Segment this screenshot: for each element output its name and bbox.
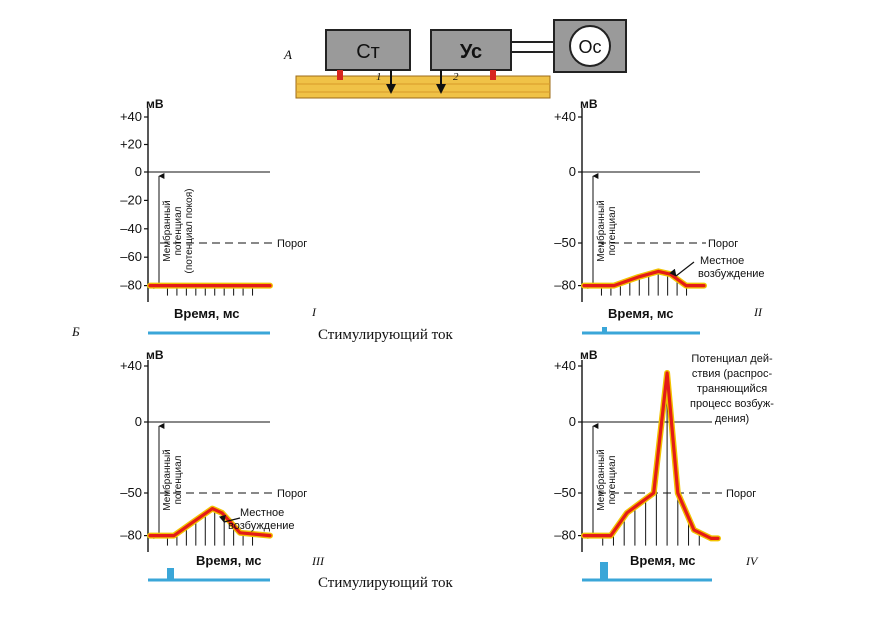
electrode-1-label: 1 — [376, 71, 382, 83]
local-excitation-label-2: возбуждение — [698, 268, 765, 280]
threshold-label: Порог — [277, 238, 307, 250]
y-tick-label: 0 — [569, 164, 576, 179]
y-tick-label: –80 — [554, 278, 576, 293]
y-tick-label: +40 — [120, 358, 142, 373]
y-tick-label: –80 — [554, 528, 576, 543]
stimulus-pulse-iv — [600, 562, 608, 580]
y-tick-label: 0 — [135, 414, 142, 429]
y-tick-label: +40 — [554, 109, 576, 124]
x-axis-label: Время, мс — [608, 306, 674, 321]
membrane-potential-trace — [582, 269, 706, 288]
membrane-label-2: потенциал — [607, 206, 618, 255]
threshold-label: Порог — [726, 488, 756, 500]
chart-panel-ii: мВ +40 0 –50 –80 Порог Мембранный потенциал… — [554, 97, 765, 335]
nerve-fiber — [295, 75, 551, 99]
membrane-label-2: потенциал — [173, 455, 184, 504]
stimulus-label-bottom: Стимулирующий ток — [318, 575, 453, 591]
x-axis-label: Время, мс — [196, 553, 262, 568]
electrode-2-tip — [436, 84, 446, 94]
action-potential-label: Потенциал дей- ствия (распрос- траняющий… — [690, 353, 774, 425]
amplifier-label: Ус — [460, 41, 482, 63]
chart-panel-iii: мВ +40 0 –50 –80 Порог Мембранный потенциал… — [120, 348, 325, 582]
y-tick-label: 0 — [569, 414, 576, 429]
y-tick-label: –50 — [554, 485, 576, 500]
y-tick-label: –50 — [120, 485, 142, 500]
action-potential-line-3: траняющийся — [697, 383, 767, 395]
panel-letter-b: Б — [71, 324, 80, 339]
recording-electrode-red — [490, 70, 496, 80]
resting-label: (потенциал покоя) — [184, 189, 195, 274]
stimulus-pulse-iii — [167, 568, 174, 580]
stimulator-label: Ст — [356, 41, 380, 63]
action-potential-line-1: Потенциал дей- — [691, 353, 773, 365]
threshold-label: Порог — [708, 238, 738, 250]
panel-letter-a: А — [283, 47, 292, 62]
apparatus: А Ст Ус Ос 1 2 — [283, 19, 627, 99]
x-axis-label: Время, мс — [174, 306, 240, 321]
action-potential-line-2: ствия (распрос- — [692, 368, 773, 380]
y-unit-label: мВ — [146, 348, 164, 362]
local-excitation-label-1: Местное — [700, 255, 744, 267]
local-excitation-arrow — [669, 261, 695, 277]
y-tick-label: –80 — [120, 528, 142, 543]
y-tick-label: +40 — [120, 109, 142, 124]
oscilloscope-label: Ос — [578, 37, 601, 57]
y-tick-label: –80 — [120, 278, 142, 293]
y-tick-label: 0 — [135, 164, 142, 179]
y-tick-label: –20 — [120, 192, 142, 207]
chart-panel-i: мВ +40+200–20–40–60–80 Порог Мембранный … — [120, 97, 317, 335]
stimulus-label-top: Стимулирующий ток — [318, 327, 453, 343]
y-unit-label: мВ — [146, 97, 164, 111]
membrane-label-2: потенциал — [173, 206, 184, 255]
electrode-2-label: 2 — [453, 71, 459, 83]
y-tick-label: –60 — [120, 249, 142, 264]
membrane-potential-trace — [582, 371, 720, 540]
local-excitation-arrow — [218, 514, 241, 523]
membrane-label-1: Мембранный — [595, 200, 607, 261]
membrane-label-2: потенциал — [607, 455, 618, 504]
membrane-label-1: Мембранный — [161, 200, 173, 261]
stimulus-pulse-ii — [602, 327, 607, 333]
action-potential-line-4: процесс возбуж- — [690, 398, 774, 410]
panel-numeral-i: I — [311, 305, 317, 319]
membrane-label-1: Мембранный — [161, 449, 173, 510]
electrode-1-tip — [386, 84, 396, 94]
y-unit-label: мВ — [580, 348, 598, 362]
y-tick-label: +40 — [554, 358, 576, 373]
y-tick-label: +20 — [120, 137, 142, 152]
panel-numeral-ii: II — [753, 305, 763, 319]
y-tick-label: –40 — [120, 221, 142, 236]
membrane-potential-trace-glow — [581, 268, 707, 289]
oscilloscope-screen — [569, 25, 611, 67]
stimulator-box — [325, 29, 411, 71]
stimulating-electrode-red — [337, 70, 343, 80]
membrane-label-1: Мембранный — [595, 449, 607, 510]
amplifier-box — [430, 29, 512, 71]
threshold-label: Порог — [277, 488, 307, 500]
panel-numeral-iii: III — [311, 554, 325, 568]
chart-panel-iv: мВ +40 0 –50 –80 Порог Мембранный потенциал… — [554, 348, 774, 582]
y-tick-label: –50 — [554, 235, 576, 250]
panel-numeral-iv: IV — [745, 554, 759, 568]
local-excitation-label-2: возбуждение — [228, 520, 295, 532]
local-excitation-label-1: Местное — [240, 507, 284, 519]
membrane-potential-trace — [148, 507, 272, 538]
action-potential-line-5: дения) — [715, 413, 749, 425]
y-unit-label: мВ — [580, 97, 598, 111]
x-axis-label: Время, мс — [630, 553, 696, 568]
